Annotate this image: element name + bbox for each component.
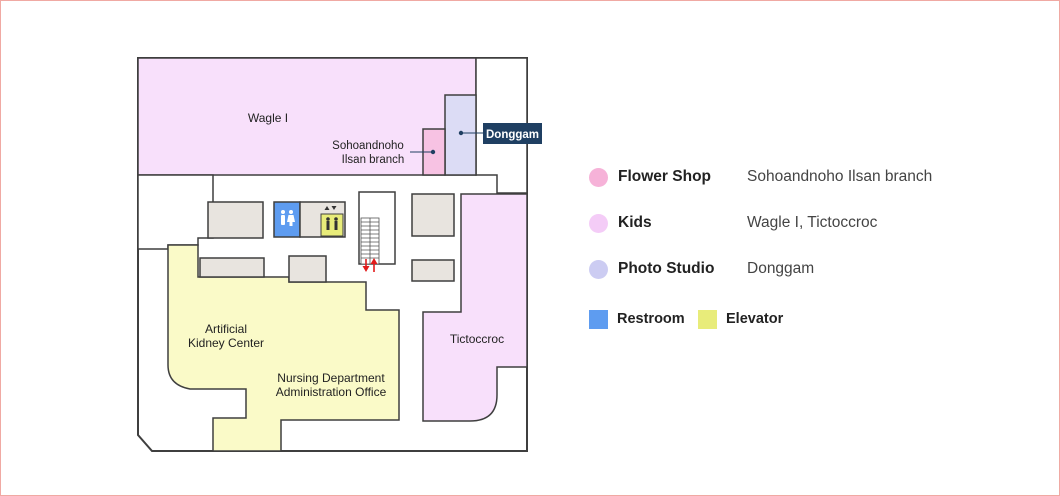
- room-left-upper: [137, 174, 214, 250]
- legend-label: Restroom: [617, 311, 685, 327]
- legend-row-photo-studio: Photo Studio Donggam: [589, 257, 814, 281]
- stairs-arrows-icon: [362, 258, 378, 272]
- legend-label: Kids: [618, 214, 652, 231]
- pillar-block: [411, 193, 455, 237]
- legend-value: Donggam: [747, 260, 815, 277]
- legend-row-flower-shop: Flower Shop Sohoandnoho Ilsan branch: [589, 165, 932, 189]
- flower-shop-dot: [589, 167, 608, 187]
- kids-dot: [589, 213, 608, 233]
- legend-value: Wagle I, Tictoccroc: [747, 214, 878, 231]
- legend-label: Elevator: [726, 311, 784, 327]
- room-tictoccroc[interactable]: [422, 193, 528, 422]
- pillar-block: [199, 257, 265, 278]
- legend-value: Sohoandnoho Ilsan branch: [747, 168, 933, 185]
- pillar-block: [207, 201, 264, 239]
- room-artificial-kidney-label-1: Artificial: [205, 322, 247, 336]
- pillar-block: [411, 259, 455, 282]
- restroom-icon: [281, 210, 295, 226]
- room-sohoandnoho-label-1: Sohoandnoho: [332, 140, 404, 152]
- room-sohoandnoho-label-2: Ilsan branch: [342, 154, 405, 166]
- legend-row-restroom: Restroom: [589, 307, 685, 331]
- donggam-tag: [483, 123, 542, 144]
- room-artificial-kidney-label-2: Kidney Center: [188, 336, 264, 350]
- legend-label: Flower Shop: [618, 168, 711, 185]
- map-legend: Flower Shop Sohoandnoho Ilsan branch Kid…: [589, 160, 1029, 340]
- legend-row-elevator: Elevator: [698, 307, 783, 331]
- elevator-swatch: [698, 309, 717, 329]
- legend-row-kids: Kids Wagle I, Tictoccroc: [589, 211, 877, 235]
- restroom-area[interactable]: [273, 201, 301, 238]
- restroom-swatch: [589, 309, 608, 329]
- sohoandnoho-leader-dot: [430, 149, 436, 155]
- photo-studio-dot: [589, 259, 608, 279]
- room-tictoccroc-label: Tictoccroc: [450, 332, 504, 346]
- room-nursing-label-1: Nursing Department: [277, 371, 385, 385]
- elevator-icon: [324, 206, 338, 230]
- legend-label: Photo Studio: [618, 260, 715, 277]
- room-nursing-label-2: Administration Office: [276, 385, 387, 399]
- donggam-tag-label: Donggam: [486, 129, 539, 141]
- elevator-area[interactable]: [320, 213, 344, 237]
- room-wagle-label: Wagle I: [248, 111, 288, 125]
- pillar-block: [288, 255, 327, 283]
- stairs-steps: [360, 217, 380, 265]
